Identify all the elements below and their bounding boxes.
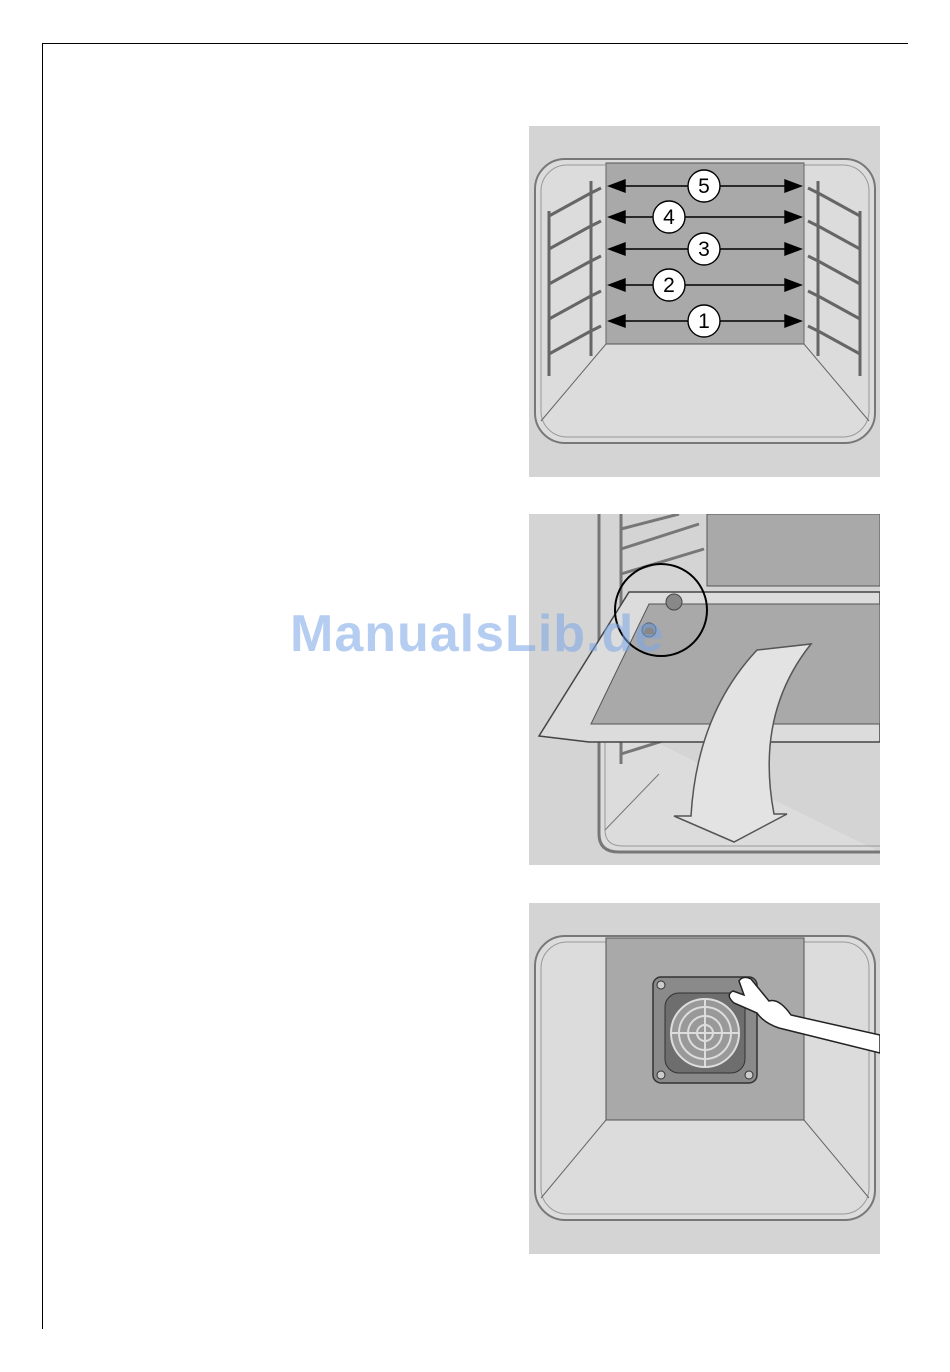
top-panel-removal-diagram <box>529 514 880 865</box>
figure-remove-fan-cover <box>529 903 880 1254</box>
figure-shelf-positions: 5 4 3 2 1 <box>529 126 880 477</box>
shelf-label-5: 5 <box>698 175 710 198</box>
shelf-label-1: 1 <box>698 310 710 333</box>
figure-remove-top-panel <box>529 514 880 865</box>
fan-cover-icon <box>671 999 739 1067</box>
shelf-label-2: 2 <box>663 274 675 297</box>
fan-cover-diagram <box>529 903 880 1254</box>
oven-back-wall <box>707 514 880 586</box>
page-frame-top-rule <box>42 43 908 44</box>
shelf-label-3: 3 <box>698 238 710 261</box>
watermark: ManualsLib.de <box>290 604 664 664</box>
oven-shelf-diagram: 5 4 3 2 1 <box>529 126 880 477</box>
shelf-label-4: 4 <box>663 206 675 229</box>
page-frame-left-rule <box>42 43 43 1329</box>
